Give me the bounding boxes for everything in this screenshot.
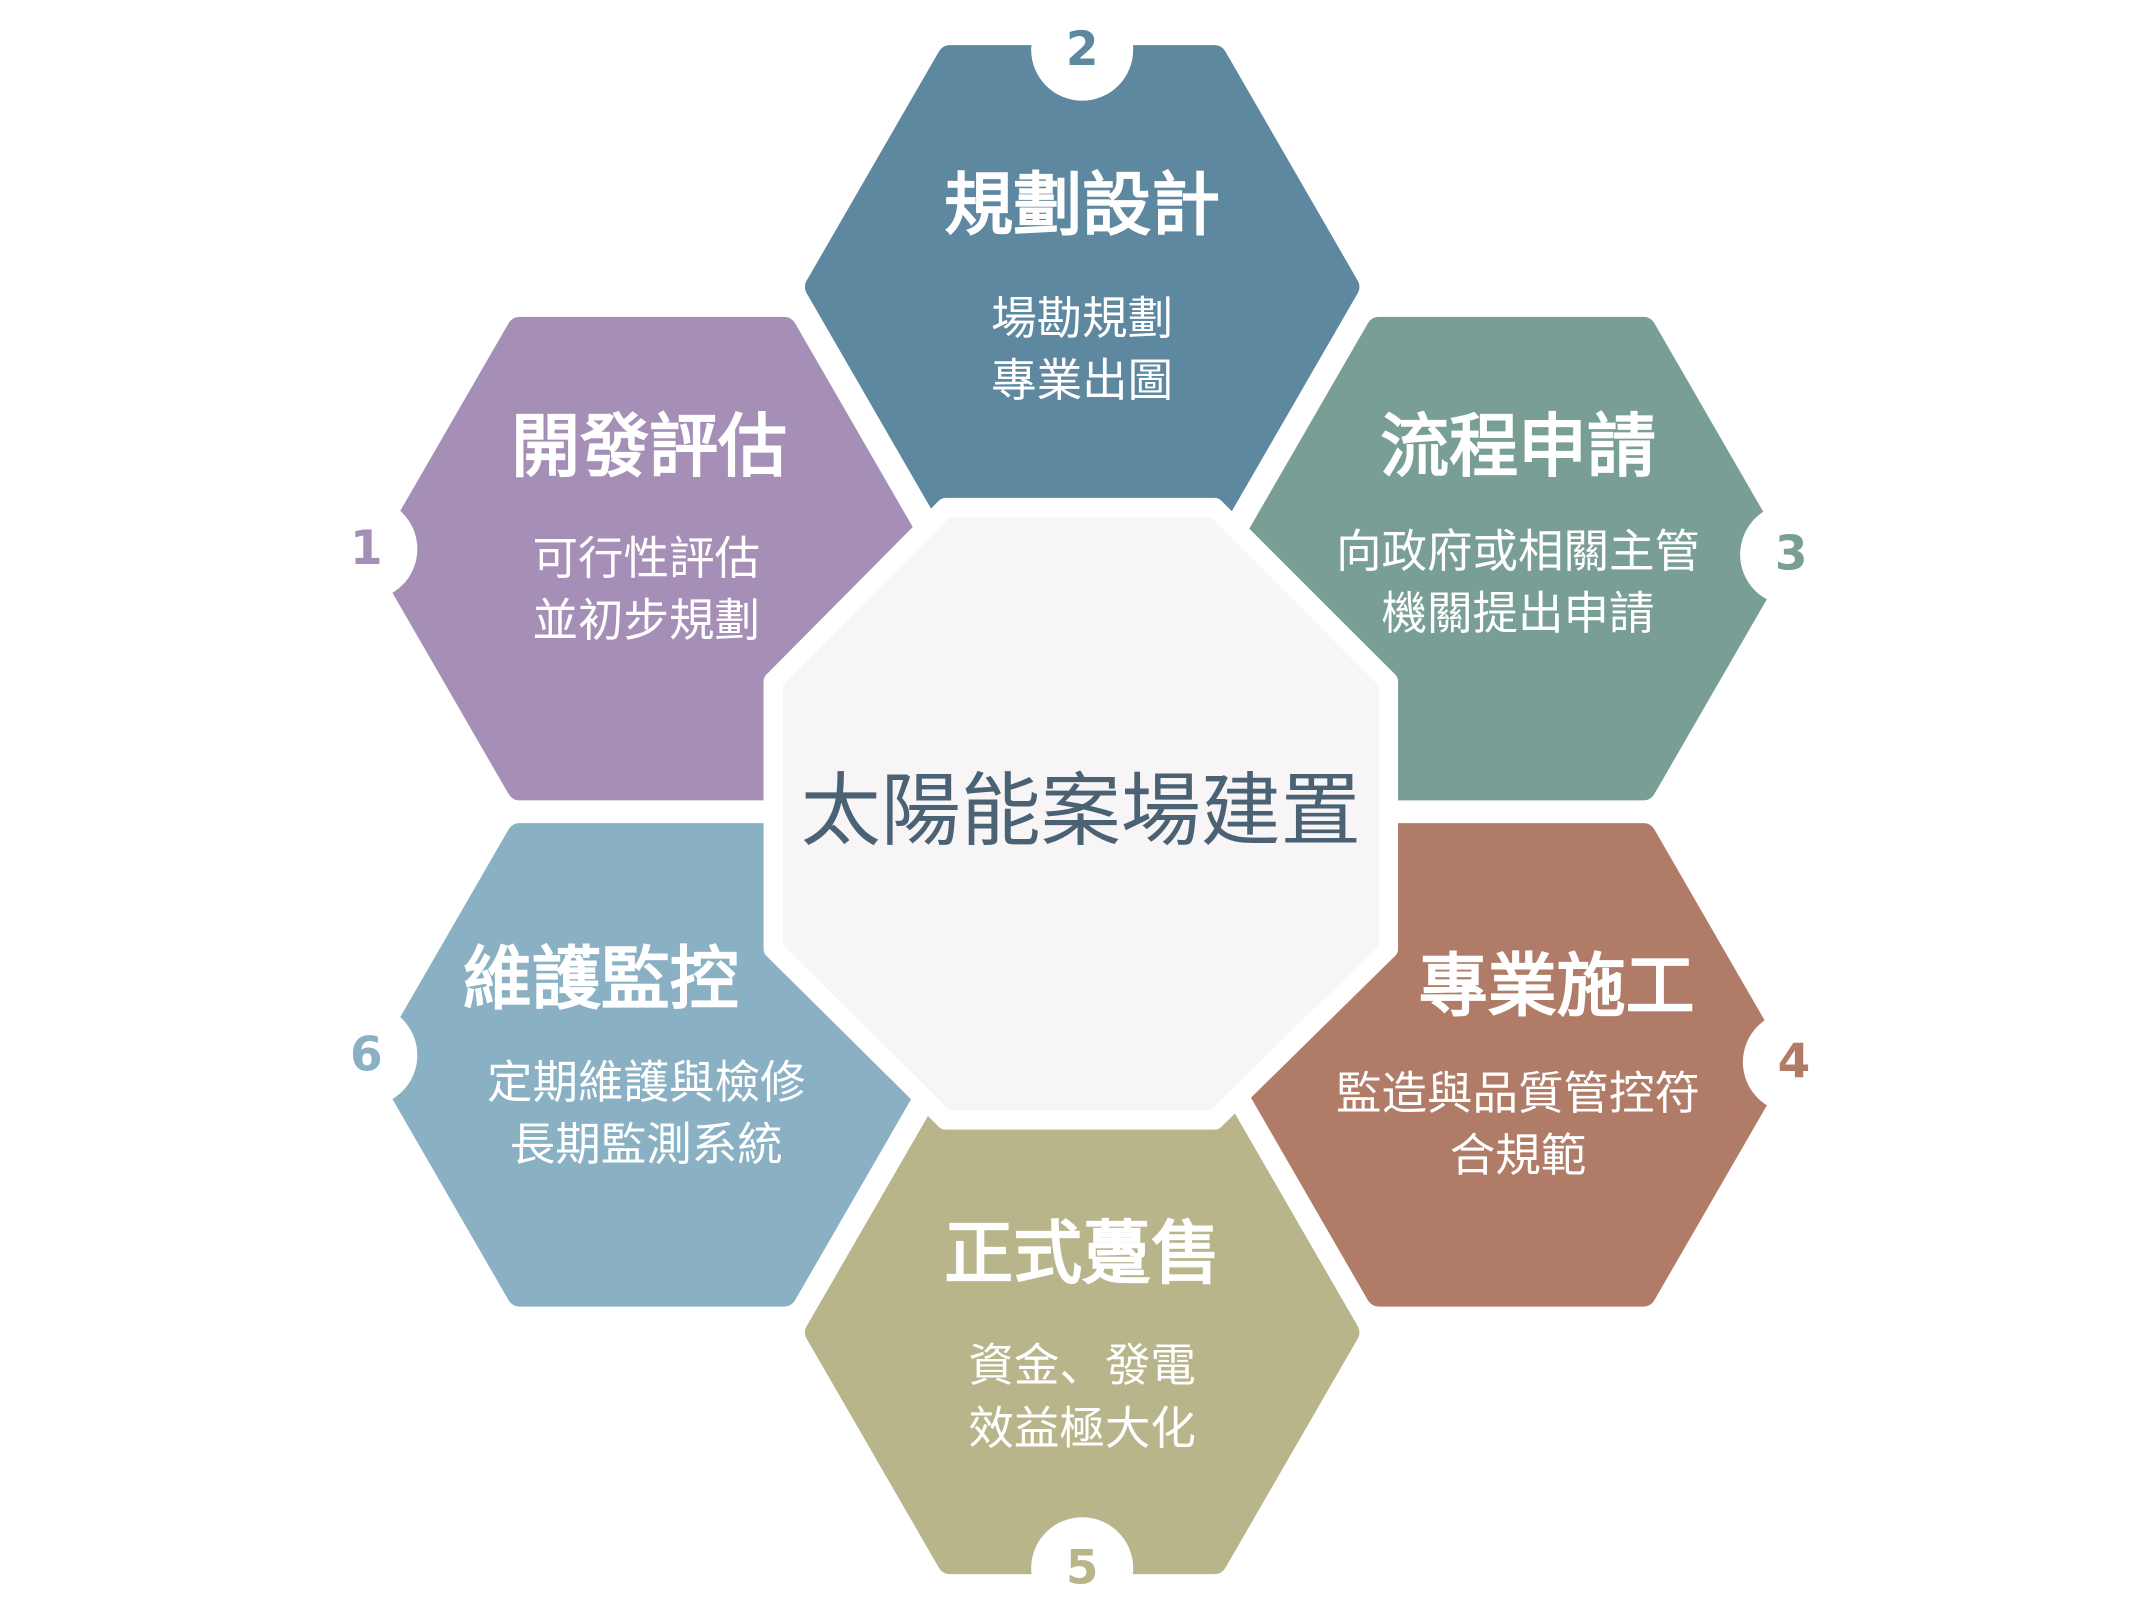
step-title: 流程申請 — [1380, 407, 1656, 487]
step-number: 2 — [1066, 22, 1099, 77]
step-number: 4 — [1778, 1034, 1811, 1089]
step-description-line: 可行性評估 — [533, 532, 761, 585]
number-badge — [315, 497, 418, 600]
step-number: 3 — [1775, 527, 1808, 582]
number-badge — [315, 1004, 418, 1107]
step-title: 正式躉售 — [944, 1214, 1220, 1294]
hexagon-shape — [804, 45, 1360, 529]
number-badge — [1031, 0, 1134, 101]
number-badge — [1742, 1011, 1845, 1114]
number-badge — [1031, 1517, 1134, 1600]
step-2-hex — [804, 0, 1360, 529]
step-title: 維護監控 — [463, 939, 739, 1019]
center-title: 太陽能案場建置 — [801, 765, 1361, 858]
step-number: 1 — [350, 521, 383, 576]
step-description-line: 專業出圖 — [991, 354, 1173, 407]
step-title: 專業施工 — [1419, 946, 1695, 1026]
step-description-line: 場勘規劃 — [991, 292, 1173, 345]
step-number: 5 — [1066, 1541, 1099, 1596]
number-badge — [1740, 503, 1843, 606]
step-number: 6 — [350, 1027, 383, 1082]
step-description-line: 效益極大化 — [968, 1402, 1196, 1455]
step-description-line: 合規範 — [1450, 1129, 1587, 1182]
step-description-line: 機關提出申請 — [1382, 587, 1655, 640]
step-title: 規劃設計 — [944, 166, 1220, 246]
step-description-line: 向政府或相關主管 — [1336, 525, 1700, 578]
step-description-line: 並初步規劃 — [533, 594, 761, 647]
center-octagon — [763, 497, 1399, 1130]
step-title: 開發評估 — [511, 407, 787, 487]
step-description-line: 定期維護與檢修 — [487, 1056, 806, 1109]
step-description-line: 長期監測系統 — [510, 1118, 783, 1171]
step-description-line: 資金、發電 — [968, 1339, 1196, 1392]
hexagon-shape — [804, 1090, 1360, 1575]
step-description-line: 監造與品質管控符 — [1336, 1067, 1700, 1120]
